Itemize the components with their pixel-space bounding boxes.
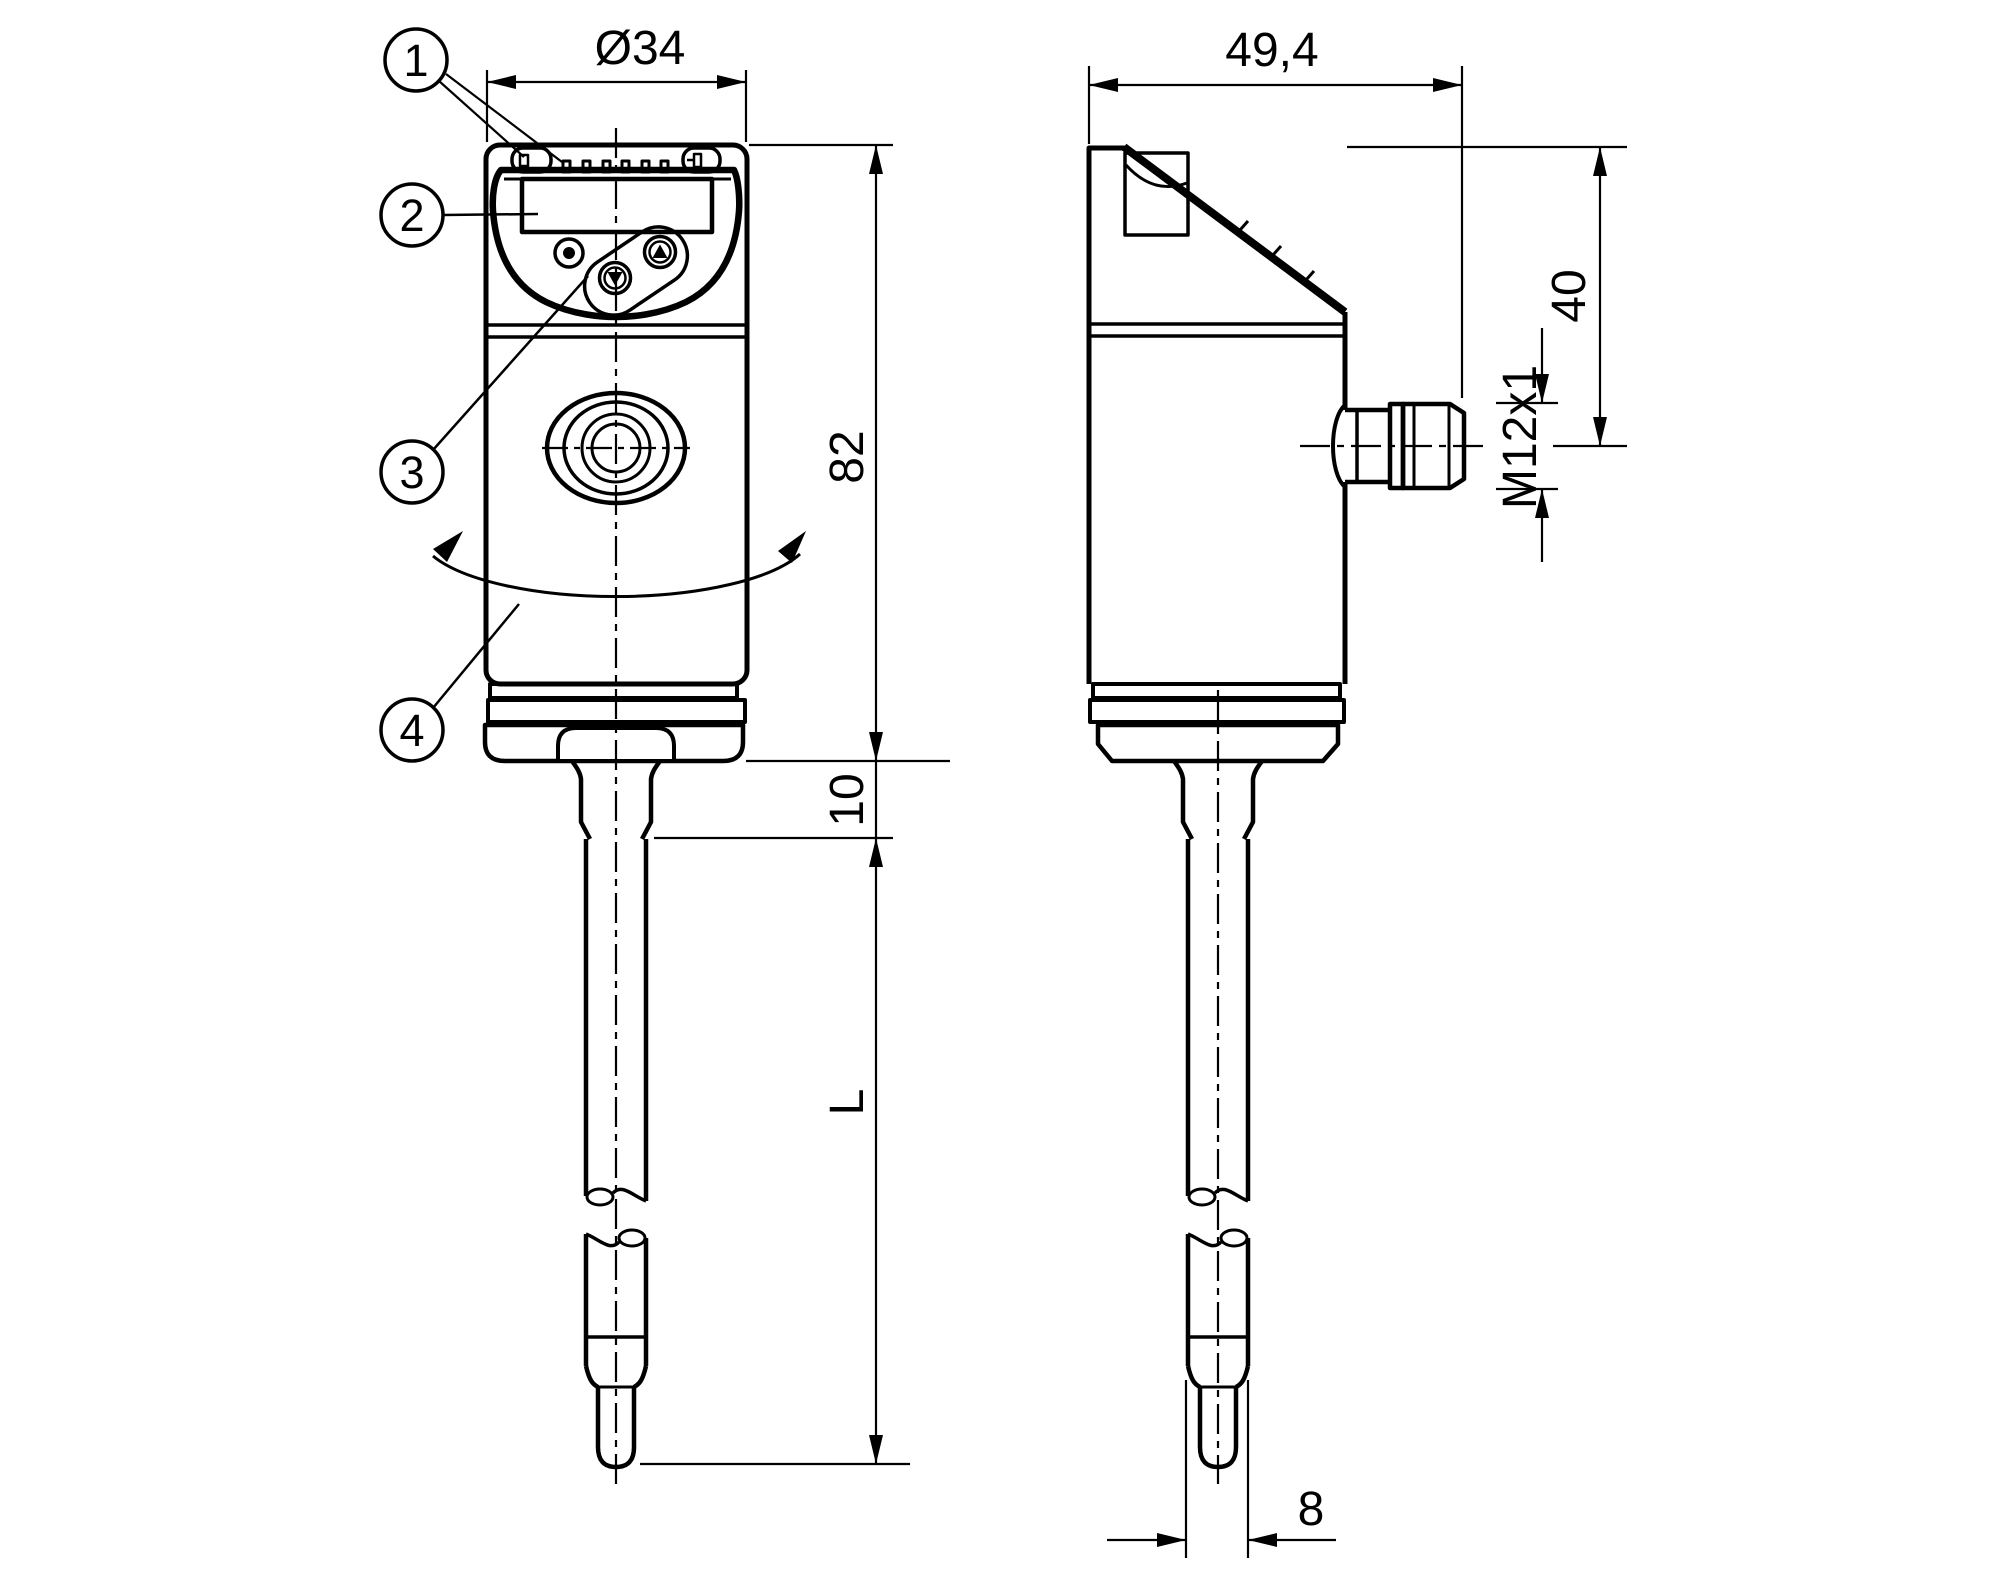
arrowhead [1535,374,1549,403]
dimensions: Ø34 49,4 82 10 L [485,22,1627,1558]
callouts: 1 2 3 4 [379,27,589,763]
dim-chain-right-of-front-view: 82 10 L [640,143,950,1466]
callout-2: 2 [379,182,539,248]
callout-4-label: 4 [399,705,424,756]
pushbuttons [553,225,690,317]
dim-probe-diameter-label: 8 [1298,1483,1325,1536]
arrowhead [1248,1533,1277,1547]
arrowhead [869,145,883,174]
arrowhead [717,75,746,89]
arrowhead [1593,147,1607,176]
arrowhead [1089,78,1118,92]
down-arrow-icon [607,272,623,286]
rotation-arrowhead-right [778,531,806,563]
arrowhead [869,838,883,867]
callout-4-circle [379,697,445,763]
callout-3-label: 3 [399,447,424,498]
dim-connector-offset: 40 [1347,145,1627,448]
callout-1-label: 1 [403,35,428,86]
front-probe [583,839,649,1470]
up-arrow-icon [652,244,668,258]
break-symbol [585,1187,615,1207]
arrowhead [487,75,516,89]
rotation-arrowhead-left [433,531,463,562]
arrowhead [1593,417,1607,446]
break-symbol [617,1228,647,1248]
callout-3-circle [379,439,445,505]
screw-left [510,146,553,174]
arrowhead [1157,1533,1186,1547]
dim-housing-height-label: 82 [821,430,874,483]
callout-4: 4 [379,603,520,763]
dim-connector-offset-label: 40 [1543,269,1596,322]
side-probe [1185,839,1251,1470]
side-housing-body [1086,143,1348,684]
dim-head-diameter: Ø34 [485,22,748,142]
break-symbol [1187,1187,1217,1207]
callout-3: 3 [379,275,589,505]
callout-2-label: 2 [399,190,424,241]
arrowhead [869,732,883,761]
mode-button [553,237,585,269]
rotation-arrow [432,531,806,599]
screw-right [681,146,722,174]
arrowhead [869,1435,883,1464]
callout-1: 1 [383,27,563,163]
dim-head-diameter-label: Ø34 [595,22,686,75]
dim-housing-depth: 49,4 [1087,24,1464,398]
dim-probe-length-label: L [821,1089,874,1116]
callout-1-circle [383,27,449,93]
callout-2-circle [379,182,445,248]
dim-probe-diameter: 8 [1107,1380,1336,1558]
break-symbol [1219,1228,1249,1248]
dim-housing-depth-label: 49,4 [1225,24,1318,77]
dim-adapter-length-label: 10 [821,773,874,826]
arrowhead [1433,78,1462,92]
arrowhead [1535,489,1549,518]
dim-connector-thread-label: M12x1 [1494,365,1547,509]
centerlines [614,128,1220,1484]
up-button [642,234,678,270]
m12-connector [1300,401,1484,491]
side-view [1086,143,1484,1470]
sloped-face [1121,143,1348,316]
button-capsule [582,225,690,317]
led-row [561,159,670,174]
display-side-pocket [1123,151,1190,237]
mode-button-dot [563,247,575,259]
dim-connector-thread: M12x1 [1494,328,1558,562]
